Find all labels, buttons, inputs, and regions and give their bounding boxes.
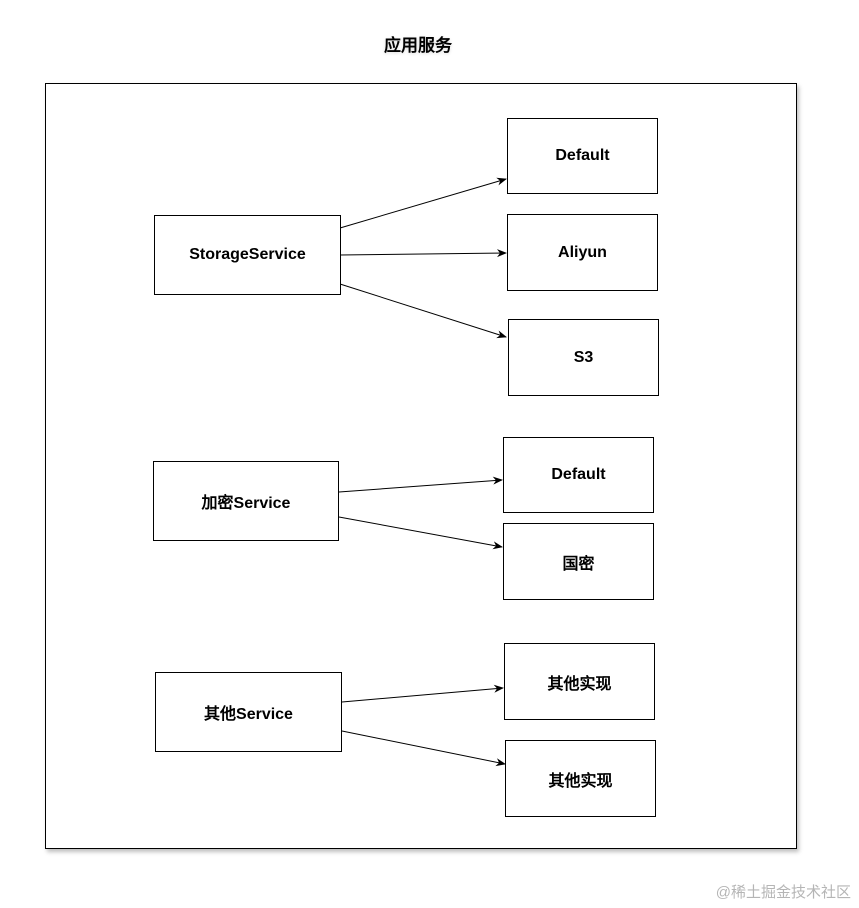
other-service-node: 其他Service: [155, 672, 342, 752]
storage-service-node: StorageService: [154, 215, 341, 295]
watermark-text: @稀土掘金技术社区: [715, 884, 851, 901]
diagram-title: 应用服务: [384, 36, 452, 55]
storage-impl-aliyun: Aliyun: [507, 214, 658, 291]
crypto-service-node: 加密Service: [153, 461, 339, 541]
other-impl-1: 其他实现: [504, 643, 655, 720]
crypto-impl-guomi: 国密: [503, 523, 654, 600]
other-impl-2: 其他实现: [505, 740, 656, 817]
crypto-impl-default: Default: [503, 437, 654, 513]
storage-impl-default: Default: [507, 118, 658, 194]
storage-impl-s3: S3: [508, 319, 659, 396]
